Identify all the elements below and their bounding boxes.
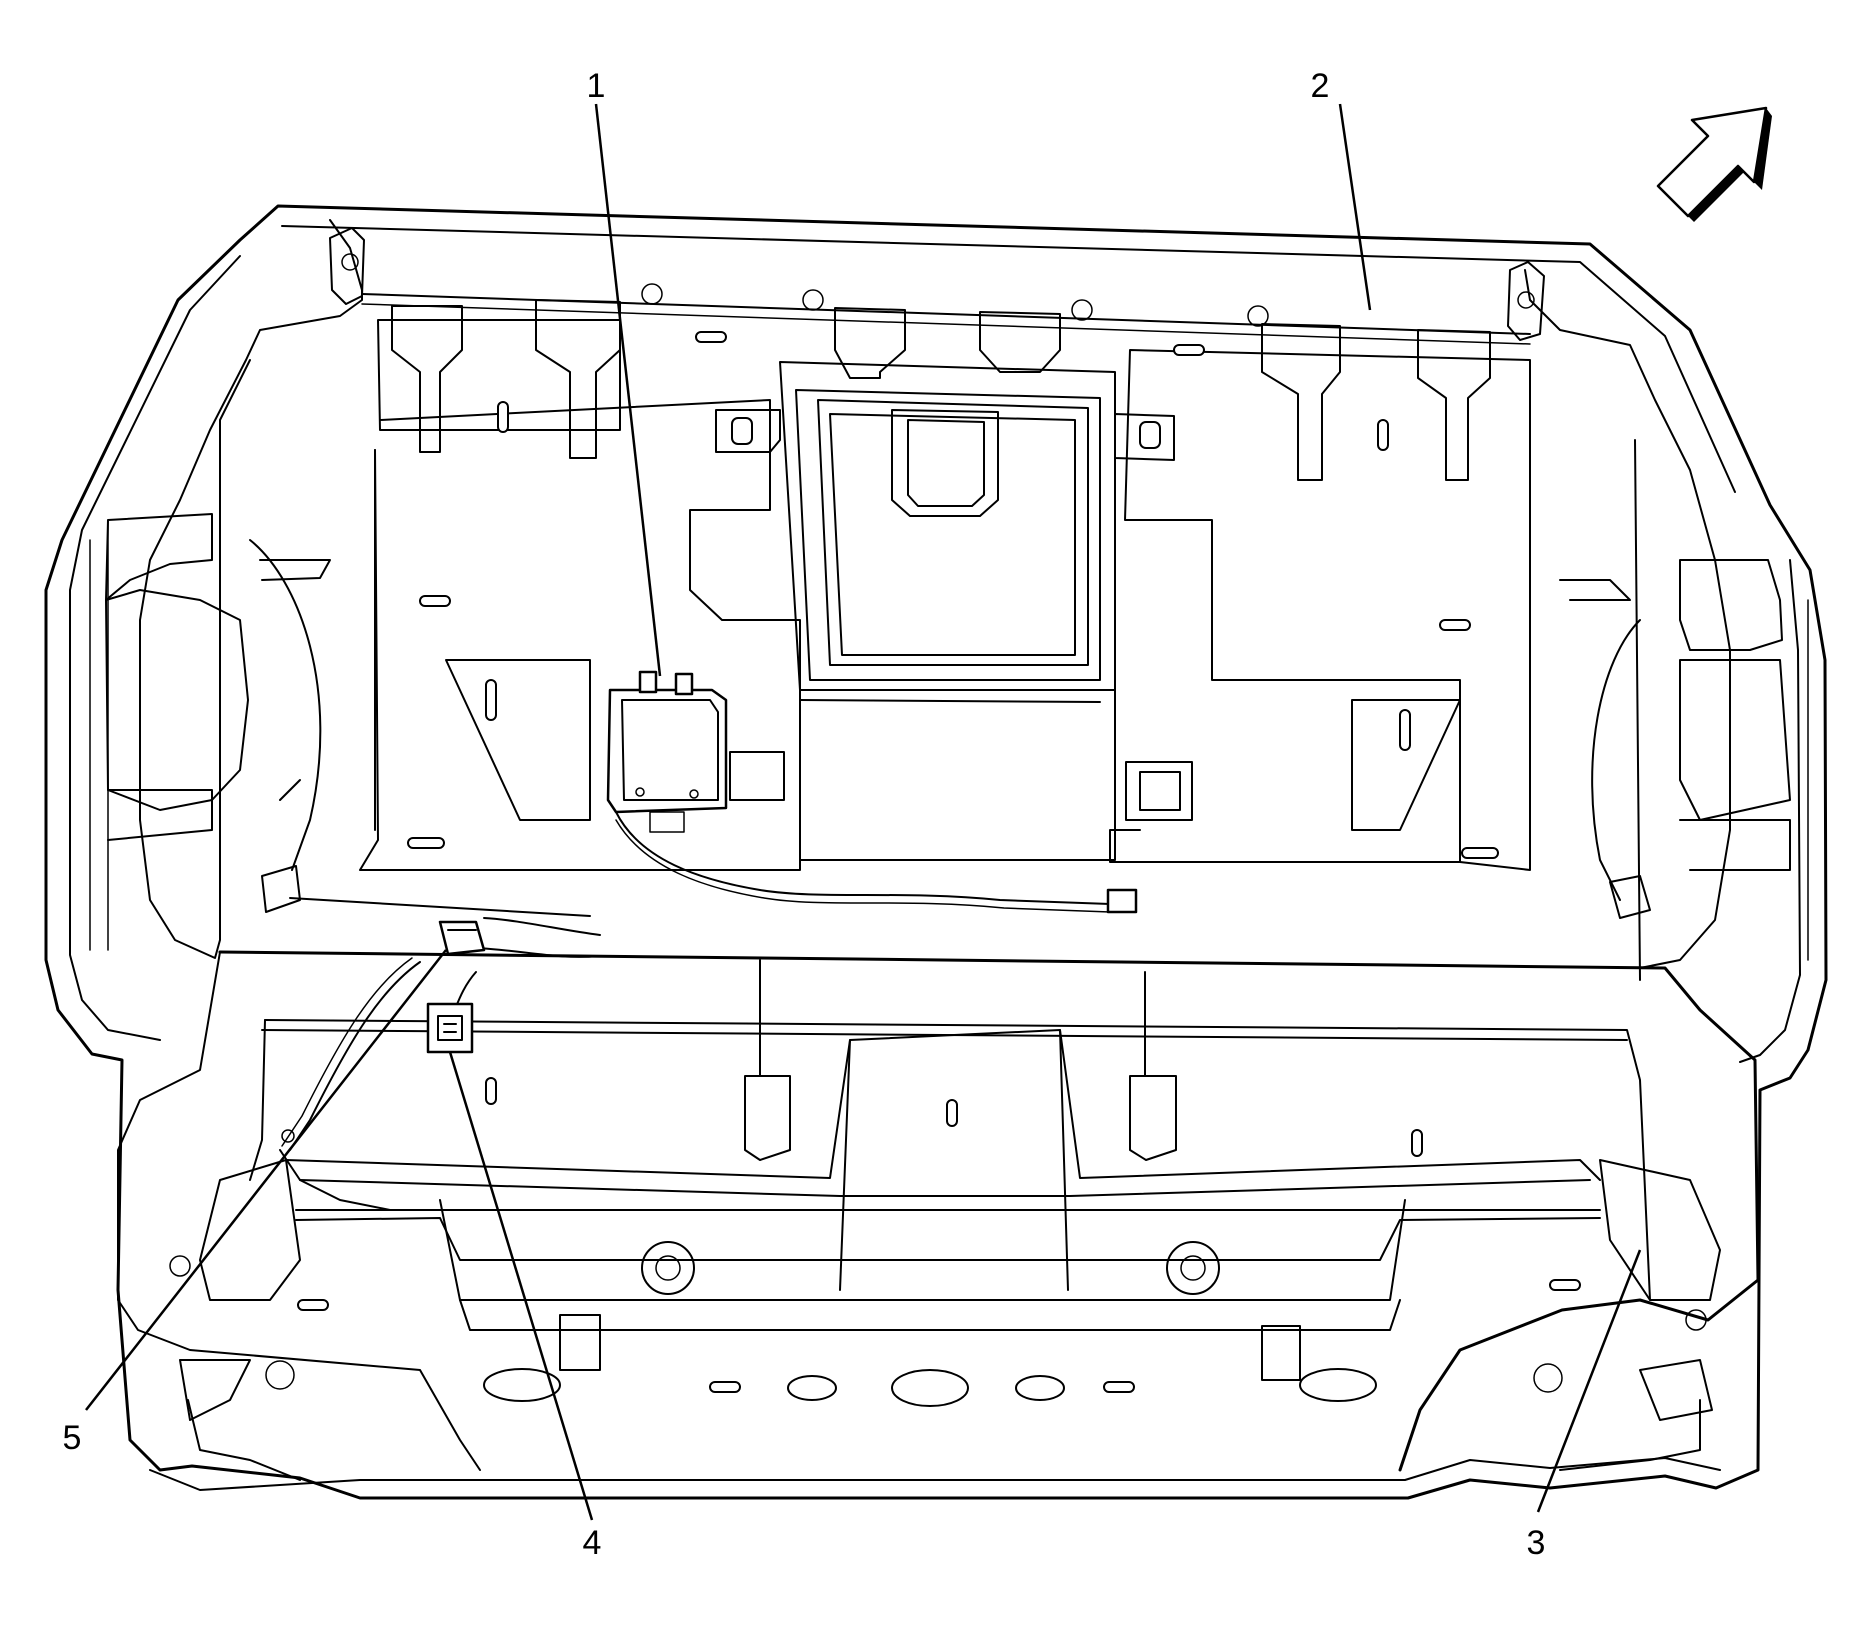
- top-hinge-brackets: [329, 227, 1545, 341]
- callout-4: 4: [583, 1524, 602, 1562]
- right-side-bolster: [1524, 269, 1809, 981]
- arrow-up-right-icon: [1656, 106, 1772, 222]
- center-latch-bracket: [729, 751, 1193, 821]
- callout-2: 2: [1311, 67, 1330, 105]
- callout-labels: 1 2 3 4 5: [63, 67, 1546, 1562]
- seat-outer-frame: [44, 204, 1828, 1500]
- callout-leaders: [85, 103, 1642, 1521]
- callout-1: 1: [587, 67, 606, 105]
- seat-back-panel: [359, 283, 1531, 871]
- seat-cushion-base: [117, 950, 1760, 1481]
- left-side-bolster: [89, 219, 363, 959]
- leader-line-2: [1338, 103, 1372, 311]
- control-module: [606, 670, 728, 833]
- callout-3: 3: [1527, 1524, 1546, 1562]
- leader-line-1: [594, 103, 662, 677]
- wiring-harness: [279, 811, 1138, 1211]
- leader-line-5: [85, 949, 447, 1411]
- callout-5: 5: [63, 1419, 82, 1457]
- leader-line-4: [448, 1051, 594, 1521]
- leader-line-3: [1536, 1249, 1642, 1513]
